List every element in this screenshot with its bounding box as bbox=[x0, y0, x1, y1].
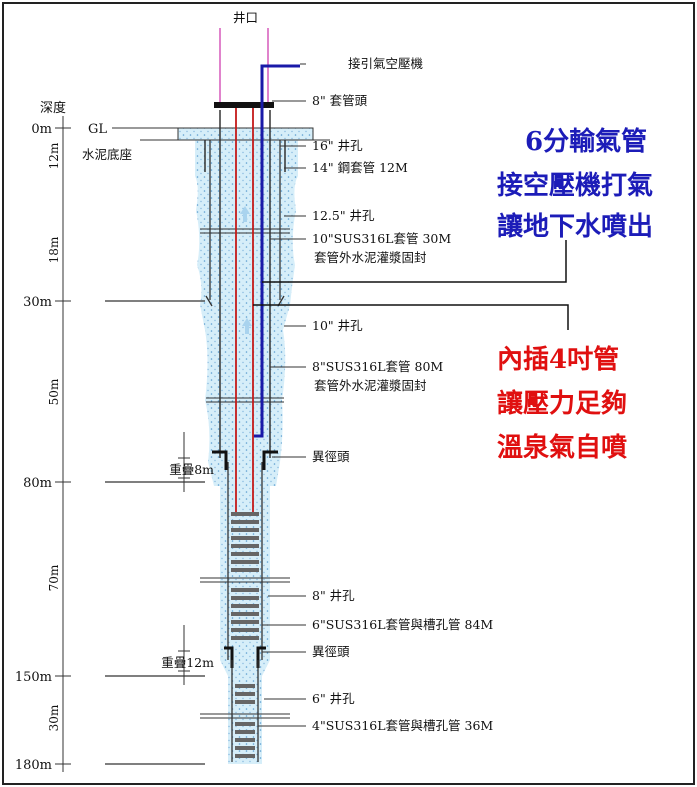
callout-label: 8"SUS316L套管 80M bbox=[312, 359, 443, 374]
callout-label: 套管外水泥灌漿固封 bbox=[314, 378, 427, 393]
section-length-label: 12m bbox=[47, 142, 61, 169]
casing-head bbox=[214, 102, 274, 108]
top-label: 井口 bbox=[233, 10, 258, 25]
section-length-label: 30m bbox=[47, 704, 61, 731]
well-body bbox=[177, 110, 314, 764]
red-note-line-3: 溫泉氣自噴 bbox=[497, 432, 627, 463]
section-length-label: 50m bbox=[47, 378, 61, 405]
callout-label: 異徑頭 bbox=[312, 449, 350, 464]
slotted-pipe-6in bbox=[231, 512, 259, 640]
blue-note-line-1: 6分輸氣管 bbox=[525, 126, 647, 157]
depth-label: 30m bbox=[23, 295, 52, 310]
depth-label: 180m bbox=[15, 758, 52, 773]
callout-label: 8" 井孔 bbox=[312, 588, 355, 603]
inner-4in-pipe bbox=[235, 108, 254, 512]
depth-header: 深度 bbox=[40, 100, 66, 116]
callout-label: 異徑頭 bbox=[312, 644, 350, 659]
callout-label: 4"SUS316L套管與槽孔管 36M bbox=[312, 718, 493, 733]
red-note-line-1: 內插4吋管 bbox=[497, 345, 619, 375]
base-label: 水泥底座 bbox=[82, 147, 132, 162]
air-pipe bbox=[254, 64, 300, 438]
depth-label: 0m bbox=[31, 122, 52, 137]
overlap-label: 重疊8m bbox=[169, 462, 214, 477]
callout-label: 16" 井孔 bbox=[312, 138, 363, 153]
callout-label: 8" 套管頭 bbox=[312, 93, 368, 108]
gl-label: GL bbox=[88, 122, 107, 137]
overlap-label: 重疊12m bbox=[161, 655, 214, 670]
blue-note-line-2: 接空壓機打氣 bbox=[497, 170, 653, 201]
callout-label: 12.5" 井孔 bbox=[312, 208, 375, 223]
callout-label: 6" 井孔 bbox=[312, 691, 355, 706]
depth-label: 150m bbox=[15, 670, 52, 685]
callout-label: 10"SUS316L套管 30M bbox=[312, 231, 451, 246]
red-note: 內插4吋管 讓壓力足夠 溫泉氣自噴 bbox=[497, 345, 627, 463]
section-length-label: 70m bbox=[47, 564, 61, 591]
blue-note-line-3: 讓地下水噴出 bbox=[497, 211, 653, 242]
red-note-leader bbox=[253, 304, 569, 330]
depth-label: 80m bbox=[23, 476, 52, 491]
blue-note-leader bbox=[262, 240, 567, 283]
callout-label: 套管外水泥灌漿固封 bbox=[314, 250, 427, 265]
callout-label: 14" 鋼套管 12M bbox=[312, 160, 408, 175]
blue-note: 6分輸氣管 接空壓機打氣 讓地下水噴出 bbox=[497, 126, 653, 242]
upflow-arrows bbox=[240, 206, 252, 334]
callout-label: 6"SUS316L套管與槽孔管 84M bbox=[312, 617, 493, 632]
callout-label: 10" 井孔 bbox=[312, 318, 363, 333]
section-length-label: 18m bbox=[47, 236, 61, 263]
slotted-pipe-4in bbox=[235, 684, 255, 758]
red-note-line-2: 讓壓力足夠 bbox=[497, 388, 627, 419]
callout-label: 接引氣空壓機 bbox=[348, 56, 424, 71]
